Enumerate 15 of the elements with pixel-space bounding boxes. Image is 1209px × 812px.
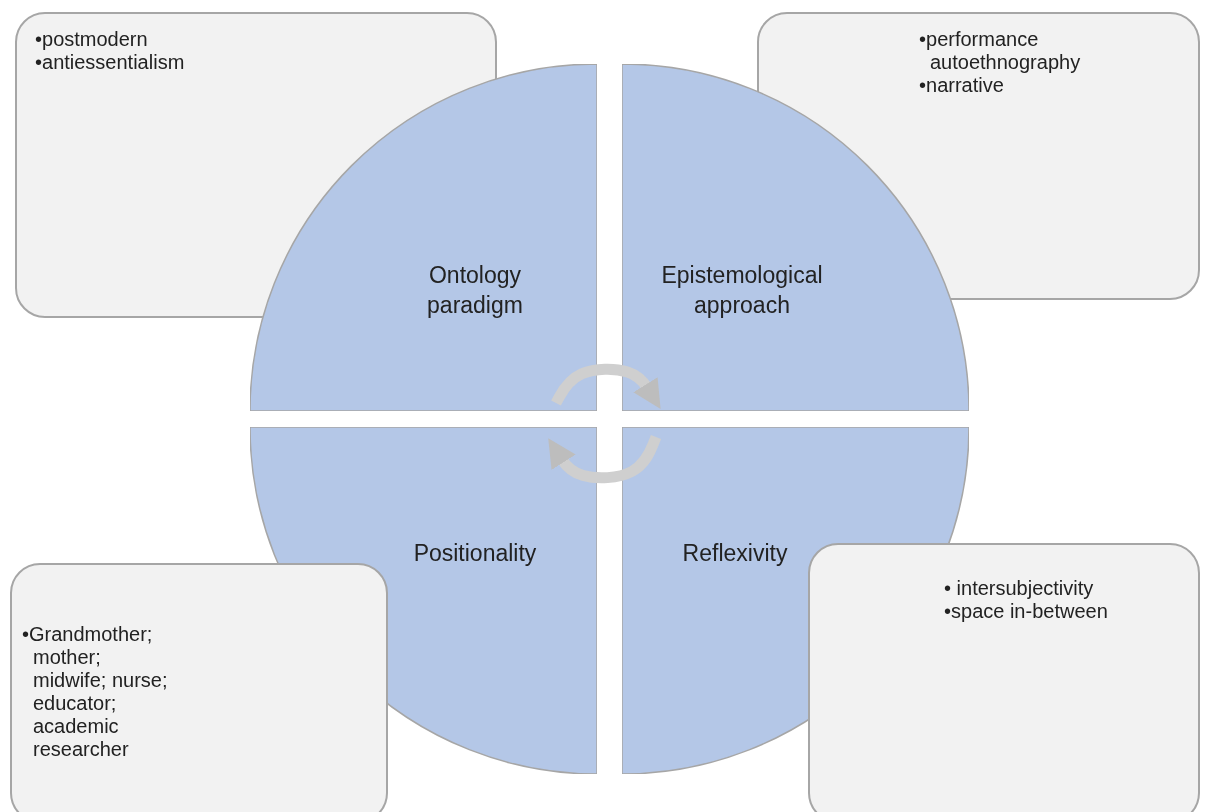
bullet-item: •antiessentialism — [35, 51, 186, 74]
segment-label: Positionality — [412, 539, 538, 568]
bullet-item: •space in-between — [944, 600, 1109, 623]
text-box — [10, 563, 388, 812]
quadrant-segment — [250, 64, 597, 411]
bullet-item: • intersubjectivity — [944, 577, 1095, 600]
curved-arrow — [551, 363, 661, 409]
bullet-item: •narrative — [919, 74, 1005, 97]
bullet-item: •Grandmother; mother; midwife; nurse; educator; academic researcher — [22, 623, 169, 761]
bullet-item: •performance autoethnography — [919, 28, 1082, 74]
segment-label: Epistemological approach — [660, 261, 824, 320]
text-box — [808, 543, 1200, 812]
segment-label: Ontology paradigm — [426, 261, 524, 320]
segment-label: Reflexivity — [681, 539, 789, 568]
bullet-item: •postmodern — [35, 28, 149, 51]
